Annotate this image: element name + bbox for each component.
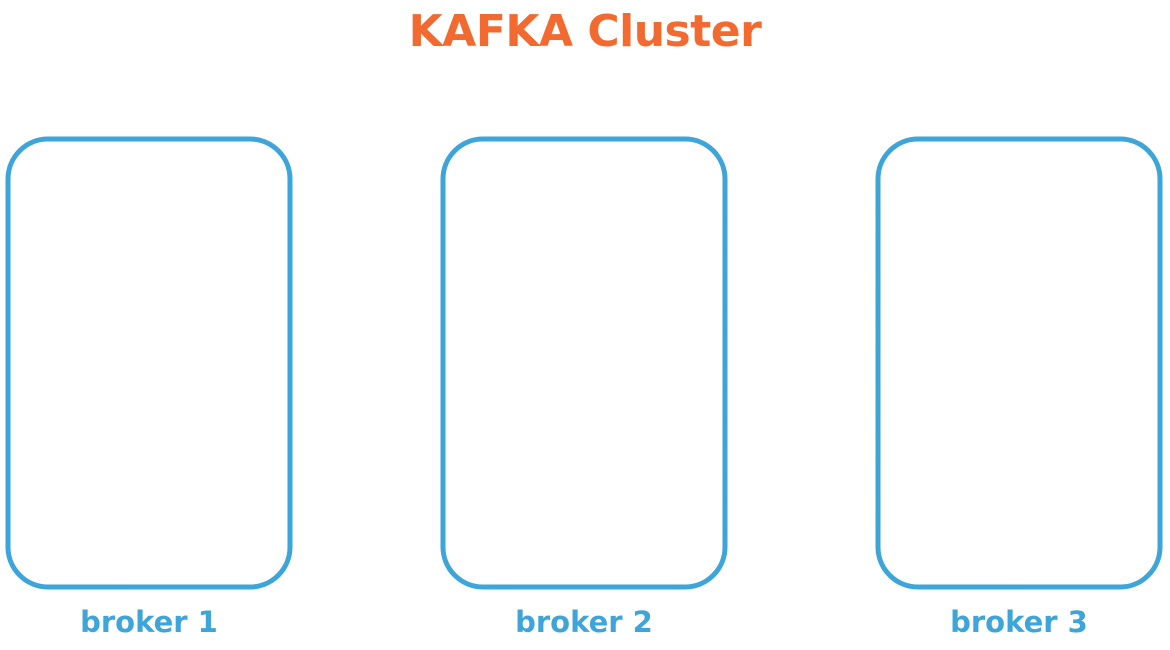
broker-3-box bbox=[875, 136, 1163, 590]
broker-2-box bbox=[440, 136, 728, 590]
broker-1: broker 1 bbox=[4, 136, 294, 644]
broker-2-label: broker 2 bbox=[515, 605, 653, 639]
broker-1-box bbox=[5, 136, 293, 590]
diagram-title: KAFKA Cluster bbox=[408, 6, 762, 57]
broker-1-label: broker 1 bbox=[80, 605, 218, 639]
broker-2: broker 2 bbox=[439, 136, 729, 644]
broker-3: broker 3 bbox=[874, 136, 1164, 644]
broker-3-label: broker 3 bbox=[950, 605, 1088, 639]
